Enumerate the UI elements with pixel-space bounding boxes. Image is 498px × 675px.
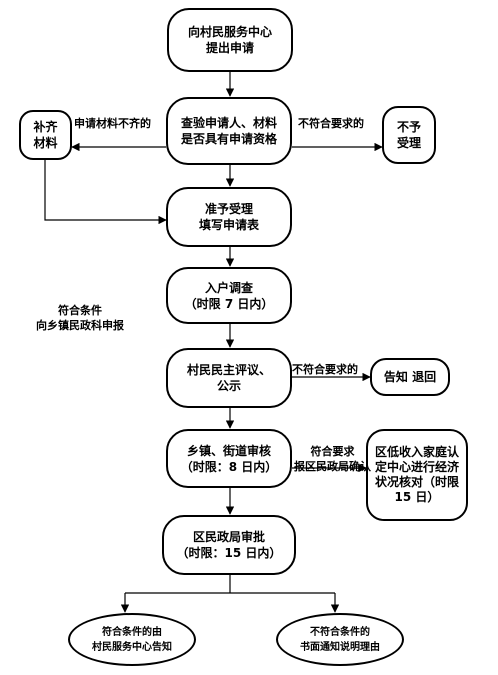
node-verify-center: 区低收入家庭认 定中心进行经济 状况核对（时限 15 日） [366,429,468,521]
node-supplement-line-2: 材料 [33,136,58,150]
label-meet-confirm-line-1: 符合要求 [310,445,355,458]
node-survey-line-1: 入户调查 [204,280,253,295]
label-meet-report-line-2: 向乡镇民政科申报 [36,319,124,332]
node-check: 查验申请人、材料 是否具有申请资格 [166,97,292,165]
node-accept: 准予受理 填写申请表 [166,187,292,247]
node-notify-ok-line-1: 符合条件的由 [102,626,162,638]
node-accept-line-1: 准予受理 [204,202,253,216]
node-survey-line-2: （时限 7 日内） [184,296,274,311]
node-apply-line-2: 提出申请 [205,41,254,55]
label-meet-confirm: 符合要求 报区民政局确认 [294,444,371,474]
node-notify-ok-line-2: 村民服务中心告知 [92,641,172,653]
label-not-meet-2: 不符合要求的 [292,363,358,376]
node-district-line-1: 区民政局审批 [192,530,265,544]
node-notify-ok: 符合条件的由 村民服务中心告知 [68,613,196,666]
node-verify-center-line-4: 15 日） [394,490,440,504]
node-review-line-2: 公示 [216,379,241,393]
node-apply-line-1: 向村民服务中心 [187,25,272,39]
label-meet-report: 符合条件 向乡镇民政科申报 [36,303,124,333]
arrow-supplement-to-accept [44,160,167,225]
node-supplement: 补齐 材料 [19,110,72,160]
node-notify-fail-line-2: 书面通知说明理由 [300,641,380,653]
node-check-line-2: 是否具有申请资格 [180,132,277,146]
node-supplement-line-1: 补齐 [33,120,58,134]
label-not-meet-1: 不符合要求的 [298,117,364,130]
node-verify-center-line-2: 定中心进行经济 [374,460,459,474]
node-township: 乡镇、街道审核 （时限：8 日内） [166,429,292,488]
node-notify-fail: 不符合条件的 书面通知说明理由 [276,613,404,666]
node-verify-center-line-3: 状况核对（时限 [374,475,459,489]
node-reject-line-1: 不予 [396,120,421,134]
node-township-line-2: （时限：8 日内） [180,459,278,474]
node-accept-line-2: 填写申请表 [198,218,259,232]
node-reject: 不予 受理 [382,106,436,164]
node-district-line-2: （时限：15 日内） [176,546,282,560]
node-survey: 入户调查 （时限 7 日内） [166,267,292,324]
node-check-line-1: 查验申请人、材料 [180,116,277,130]
node-notify-return-line-1: 告知 退回 [383,370,437,384]
node-review: 村民民主评议、 公示 [166,348,292,408]
node-notify-return: 告知 退回 [370,358,450,396]
node-notify-fail-line-1: 不符合条件的 [310,626,370,638]
node-verify-center-line-1: 区低收入家庭认 [374,445,459,459]
label-meet-confirm-line-2: 报区民政局确认 [294,460,371,473]
label-incomplete: 申请材料不齐的 [74,117,151,130]
node-review-line-1: 村民民主评议、 [186,363,271,377]
label-meet-report-line-1: 符合条件 [58,304,102,317]
node-township-line-1: 乡镇、街道审核 [186,443,271,458]
node-apply: 向村民服务中心 提出申请 [167,8,293,72]
node-district: 区民政局审批 （时限：15 日内） [162,515,296,575]
node-reject-line-2: 受理 [396,136,421,150]
